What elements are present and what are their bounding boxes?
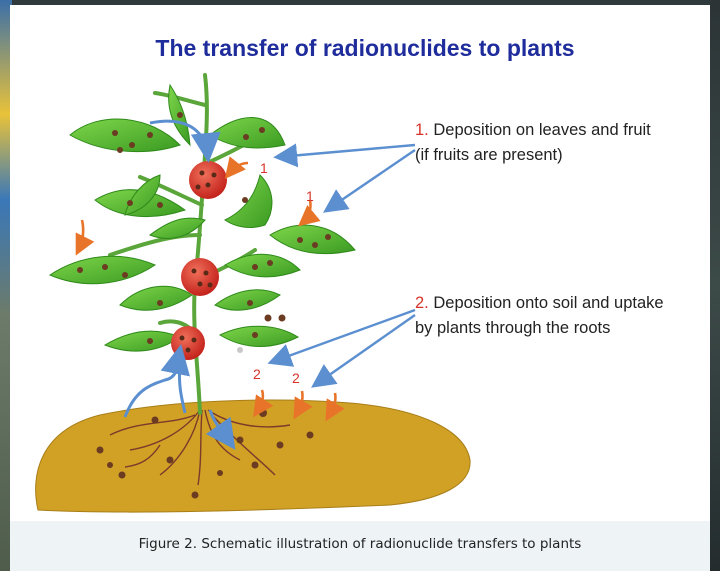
fruit-bottom (171, 326, 205, 360)
soil-mound (36, 400, 470, 512)
fruit-top (189, 161, 227, 199)
marker-2a: 2 (253, 366, 261, 382)
label-2-number: 2. (415, 294, 429, 312)
slide: The transfer of radionuclides to plants (10, 5, 710, 571)
label-1: 1. Deposition on leaves and fruit (if fr… (415, 118, 651, 168)
marker-1a: 1 (260, 160, 268, 176)
label-1-line-2: (if fruits are present) (415, 146, 563, 164)
background-right-edge (710, 0, 720, 571)
figure-caption: Figure 2. Schematic illustration of radi… (10, 536, 710, 552)
plant-diagram: 1 1 2 2 (10, 5, 710, 525)
marker-2b: 2 (292, 370, 300, 386)
marker-1b: 1 (306, 188, 314, 204)
label-2-line-2: by plants through the roots (415, 319, 610, 337)
label-2-line-1: Deposition onto soil and uptake (433, 294, 663, 312)
fruits (171, 161, 227, 360)
loose-particle (237, 347, 243, 353)
label-1-number: 1. (415, 121, 429, 139)
label-2: 2. Deposition onto soil and uptake by pl… (415, 291, 664, 341)
fruit-middle (181, 258, 219, 296)
label-1-line-1: Deposition on leaves and fruit (433, 121, 650, 139)
caption-bar: Figure 2. Schematic illustration of radi… (10, 521, 710, 571)
